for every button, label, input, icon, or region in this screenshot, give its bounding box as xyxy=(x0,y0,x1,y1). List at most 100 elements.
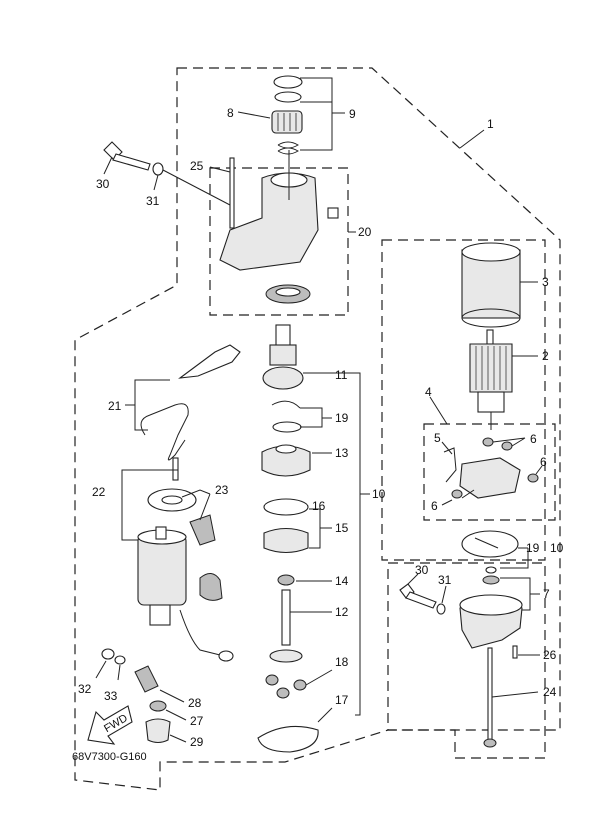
leader-17 xyxy=(317,707,333,723)
bracket-10 xyxy=(355,372,370,716)
washer-31-part xyxy=(152,162,164,176)
leader-5 xyxy=(441,441,453,455)
spring-part xyxy=(277,141,299,155)
leader-31-rear xyxy=(441,585,447,604)
washer-31-rear-part xyxy=(436,603,446,615)
brush-holder-part xyxy=(459,457,521,499)
callout-6a: 6 xyxy=(530,432,537,446)
shaft-spline-part xyxy=(275,324,291,348)
callout-31: 31 xyxy=(146,194,160,208)
seal-ring-part xyxy=(273,75,303,89)
callout-6c: 6 xyxy=(431,499,438,513)
callout-15: 15 xyxy=(335,521,349,535)
bolt-30-part xyxy=(103,141,151,171)
yoke-bottom xyxy=(461,308,521,328)
callout-3: 3 xyxy=(542,275,549,289)
leader-23 xyxy=(181,489,211,521)
planet-gear-part-c xyxy=(276,687,290,699)
leader-30 xyxy=(103,156,113,175)
callout-28: 28 xyxy=(188,696,202,710)
leader-24 xyxy=(491,691,539,698)
brush-part-a xyxy=(482,437,494,447)
leader-30-rear xyxy=(407,573,419,585)
through-bolt-head xyxy=(483,738,497,748)
callout-26: 26 xyxy=(543,648,557,662)
bearing-bore xyxy=(275,287,301,297)
pinion-gear-part xyxy=(271,110,303,134)
through-bolt-part xyxy=(487,647,493,741)
lever-spring-part xyxy=(140,403,189,461)
brush-lead-part xyxy=(443,447,457,483)
solenoid-bolt-part xyxy=(172,457,179,481)
plate-17-part xyxy=(257,725,319,753)
callout-11: 11 xyxy=(335,368,348,382)
bracket-19 xyxy=(300,407,332,428)
pinion-shaft-part xyxy=(281,589,291,646)
assembly-boundary xyxy=(74,67,561,791)
rear-cover-rim xyxy=(459,594,523,616)
callout-1: 1 xyxy=(487,117,494,131)
callout-17: 17 xyxy=(335,693,349,707)
wire-terminal xyxy=(218,650,234,662)
callout-25: 25 xyxy=(190,159,204,173)
armature-part xyxy=(469,343,513,393)
rear-cover-boundary xyxy=(387,562,546,759)
leader-6b xyxy=(535,465,543,475)
thrust-washer-part xyxy=(272,421,302,433)
callout-19: 19 xyxy=(335,411,349,425)
bracket-9 xyxy=(300,77,345,151)
bolt-30-rear-part xyxy=(399,583,437,609)
callout-16: 16 xyxy=(312,499,326,513)
callout-12: 12 xyxy=(335,605,349,619)
callout-21: 21 xyxy=(108,399,122,413)
bracket-7 xyxy=(500,577,540,611)
internal-gear-part xyxy=(263,527,309,554)
bracket-19-right xyxy=(500,547,529,569)
circlip-part xyxy=(271,400,301,409)
leader-6c xyxy=(441,489,475,506)
callout-32: 32 xyxy=(78,682,92,696)
leader-29 xyxy=(169,734,187,743)
callout-33: 33 xyxy=(104,689,118,703)
callout-27: 27 xyxy=(190,714,204,728)
boot-part xyxy=(199,573,223,601)
armature-shaft-top xyxy=(486,329,494,345)
callout-30: 30 xyxy=(96,177,110,191)
armature-section-boundary xyxy=(381,239,546,561)
front-cover-boundary xyxy=(209,167,349,316)
leader-18 xyxy=(305,669,333,686)
bracket-21 xyxy=(125,379,170,431)
shift-lever-part xyxy=(178,344,241,379)
callout-4: 4 xyxy=(425,385,432,399)
callout-20: 20 xyxy=(358,225,372,239)
bushing-part xyxy=(485,566,497,574)
leader-1 xyxy=(459,129,485,149)
callout-8: 8 xyxy=(227,106,234,120)
bracket-22 xyxy=(121,469,178,541)
leader-31 xyxy=(153,174,159,191)
o-ring-part xyxy=(274,91,302,103)
callout-14: 14 xyxy=(335,574,349,588)
bracket-15 xyxy=(309,508,332,549)
screw-26-part xyxy=(512,645,518,659)
leader-33 xyxy=(117,664,121,681)
bolt-25-part xyxy=(229,157,235,229)
brush-part-b xyxy=(501,441,513,451)
leader-32 xyxy=(95,660,107,679)
washer-32-part xyxy=(101,648,115,660)
carrier-plate-part xyxy=(269,649,303,663)
bearing-7-part xyxy=(482,575,500,585)
leader-28 xyxy=(159,689,185,703)
nut-28-part xyxy=(134,665,159,693)
leader-27 xyxy=(165,709,187,721)
leader-8 xyxy=(237,111,271,119)
solenoid-body-part xyxy=(137,534,187,606)
callout-31b: 31 xyxy=(438,573,452,587)
commutator-part xyxy=(477,391,505,413)
brush-part-c xyxy=(527,473,539,483)
leader-25 xyxy=(209,166,231,173)
leader-4 xyxy=(429,396,448,425)
callout-9: 9 xyxy=(349,107,356,121)
callout-7: 7 xyxy=(543,587,550,601)
